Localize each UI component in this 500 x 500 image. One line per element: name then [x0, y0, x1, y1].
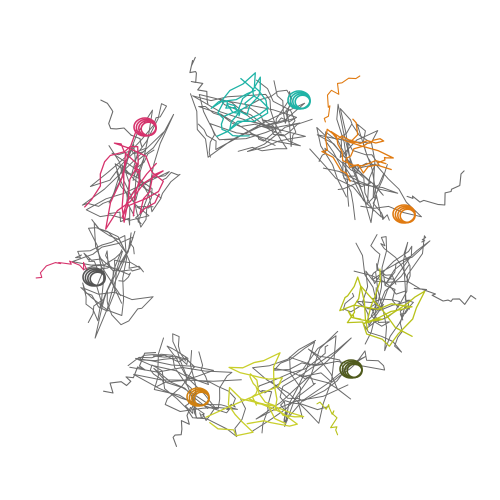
backbone-strand — [255, 337, 352, 423]
backbone-strand — [132, 113, 175, 225]
helix-coil-loop — [89, 271, 106, 287]
backbone-strand — [111, 150, 153, 228]
backbone-strand — [83, 230, 144, 273]
backbone-strand — [309, 103, 381, 207]
backbone-strand — [360, 163, 422, 218]
helix-coil-loop — [193, 391, 210, 407]
backbone-tail — [189, 56, 209, 105]
backbone-strand — [172, 333, 205, 419]
colored-chain-strand — [346, 285, 426, 347]
backbone-strand — [208, 118, 313, 158]
backbone-strand — [108, 143, 181, 213]
helix-marker-layer — [82, 90, 416, 407]
backbone-strand — [127, 353, 233, 421]
colored-chain-strand — [347, 268, 384, 324]
backbone-strand — [273, 330, 339, 427]
backbone-strand — [318, 123, 382, 218]
backbone-tail — [100, 99, 143, 148]
helix-coil-loop — [140, 121, 157, 137]
helix-coil-loop — [346, 363, 363, 379]
backbone-strand — [152, 337, 238, 412]
backbone-strand — [82, 232, 135, 322]
colored-chain-strand — [339, 276, 413, 331]
backbone-strand — [108, 163, 162, 226]
backbone-strand — [362, 257, 414, 352]
backbone-strand — [248, 80, 292, 142]
helix-coil-loop — [399, 208, 416, 224]
colored-chain-strand — [223, 76, 261, 117]
colored-chain-strand — [84, 145, 139, 223]
backbone-tail — [413, 287, 477, 305]
colored-chain-layer — [35, 72, 426, 437]
backbone-tail — [406, 170, 465, 206]
colored-tail — [35, 260, 88, 279]
backbone-strand — [89, 103, 167, 201]
backbone-strand — [190, 93, 306, 158]
backbone-strand — [363, 241, 411, 353]
backbone-strand — [316, 127, 384, 221]
backbone-strand — [82, 287, 154, 326]
helix-coil-marker — [186, 387, 210, 407]
colored-chain-strand — [345, 138, 392, 174]
backbone-strand — [75, 235, 127, 316]
helix-coil-marker — [287, 90, 311, 110]
colored-chain-strand — [205, 352, 283, 418]
backbone-strand — [198, 94, 297, 152]
backbone-tail — [172, 392, 198, 447]
helix-coil-marker — [82, 267, 106, 287]
backbone-strand — [135, 351, 214, 388]
helix-coil-marker — [339, 359, 363, 379]
colored-chain-strand — [209, 386, 298, 437]
backbone-strand — [91, 219, 126, 308]
helix-coil-marker — [392, 204, 416, 224]
colored-chain-strand — [217, 77, 269, 137]
colored-chain-strand — [113, 142, 164, 218]
backbone-strand — [273, 350, 386, 419]
colored-tail — [316, 401, 339, 436]
colored-tail — [323, 75, 361, 123]
backbone-tail — [103, 352, 157, 394]
colored-chain-strand — [105, 128, 164, 230]
backbone-strand — [356, 287, 401, 345]
helix-coil-marker — [133, 117, 157, 137]
backbone-strand — [353, 236, 421, 307]
helix-coil-loop — [294, 94, 311, 110]
colored-chain-strand — [210, 72, 269, 138]
backbone-strand — [376, 235, 427, 308]
